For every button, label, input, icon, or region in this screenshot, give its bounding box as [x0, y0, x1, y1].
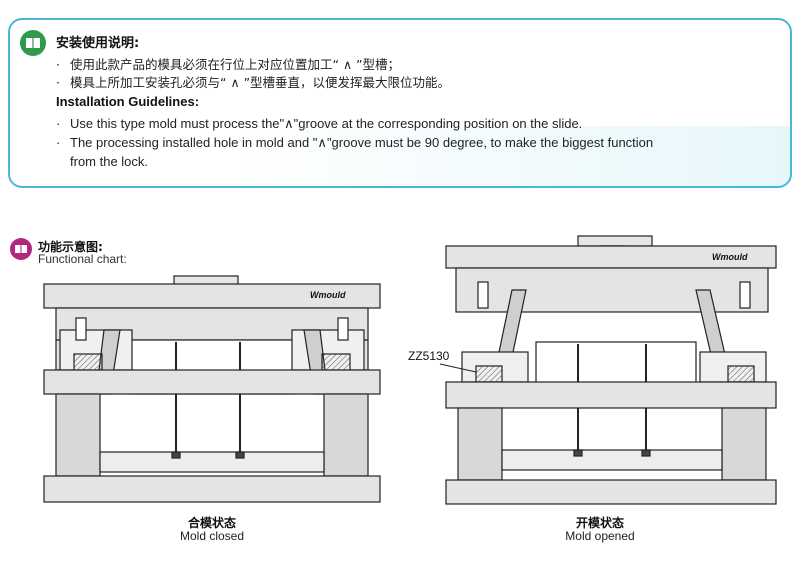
opened-caption-en: Mold opened [565, 529, 635, 543]
top-clamp-plate [43, 283, 381, 309]
right-support-block [721, 407, 767, 481]
sprue-bushing-flange [577, 235, 653, 247]
guideline-cn-1-text: 使用此款产品的模具必须在行位上对应位置加工“ ∧ ”型槽； [70, 57, 401, 72]
brand-label: Wmould [310, 290, 346, 300]
part-callout-leader [439, 363, 477, 373]
guideline-cn-1: · 使用此款产品的模具必须在行位上对应位置加工“ ∧ ”型槽； [56, 54, 400, 73]
opened-caption-cn: 开模状态 [575, 516, 624, 530]
ejector-plate [99, 451, 325, 473]
closed-caption-en: Mold closed [179, 529, 245, 543]
bullet: · [56, 57, 60, 72]
left-spring-lock [475, 365, 503, 383]
guideline-en-1: · Use this type mold must process the"∧"g… [56, 116, 582, 132]
panel-background-wash [230, 126, 790, 186]
book-icon [20, 30, 46, 56]
core-plate [445, 381, 777, 409]
guidelines-title-en: Installation Guidelines: [56, 94, 200, 109]
cavity-plate [455, 267, 769, 313]
mold-closed-diagram: Wmould [43, 275, 381, 503]
guidelines-title-cn: 安装使用说明: [56, 36, 140, 51]
bullet: · [56, 135, 61, 150]
right-lock-screw [337, 317, 349, 341]
part-number-label: ZZ5130 [408, 349, 450, 363]
left-support-block [457, 407, 503, 481]
guideline-en-1-text: Use this type mold must process the"∧"gr… [70, 116, 583, 131]
core-plate [43, 369, 381, 395]
right-spring-lock [727, 365, 755, 383]
pin-head-left [573, 449, 583, 457]
right-lock-screw [739, 281, 751, 309]
right-spring-lock [321, 353, 351, 373]
guideline-cn-2-text: 模具上所加工安装孔必须与“ ∧ ”型槽垂直，以便发挥最大限位功能。 [70, 75, 451, 90]
bottom-clamp-plate [445, 479, 777, 505]
guideline-en-2: · The processing installed hole in mold a… [56, 135, 653, 151]
installation-guidelines-panel [8, 18, 792, 188]
guideline-en-3: from the lock. [70, 154, 149, 169]
left-spring-lock [73, 353, 103, 373]
functional-chart-title-en: Functional chart: [38, 252, 127, 266]
pin-head-right [641, 449, 651, 457]
pin-head-right [235, 451, 245, 459]
mold-opened-diagram: Wmould ZZ5130 [408, 235, 777, 505]
left-lock-screw [75, 317, 87, 341]
chart-book-icon [10, 238, 32, 260]
closed-caption-cn: 合模状态 [187, 516, 236, 530]
functional-chart-title-cn: 功能示意图: [38, 240, 103, 254]
left-lock-screw [477, 281, 489, 309]
pin-head-left [171, 451, 181, 459]
bottom-clamp-plate [43, 475, 381, 503]
guideline-en-2-text: The processing installed hole in mold an… [70, 135, 654, 150]
bullet: · [56, 75, 60, 90]
brand-label: Wmould [712, 252, 748, 262]
bullet: · [56, 116, 61, 131]
right-support-block [323, 393, 369, 477]
ejector-plate [501, 449, 723, 471]
left-support-block [55, 393, 101, 477]
guideline-cn-2: · 模具上所加工安装孔必须与“ ∧ ”型槽垂直，以便发挥最大限位功能。 [56, 72, 450, 91]
